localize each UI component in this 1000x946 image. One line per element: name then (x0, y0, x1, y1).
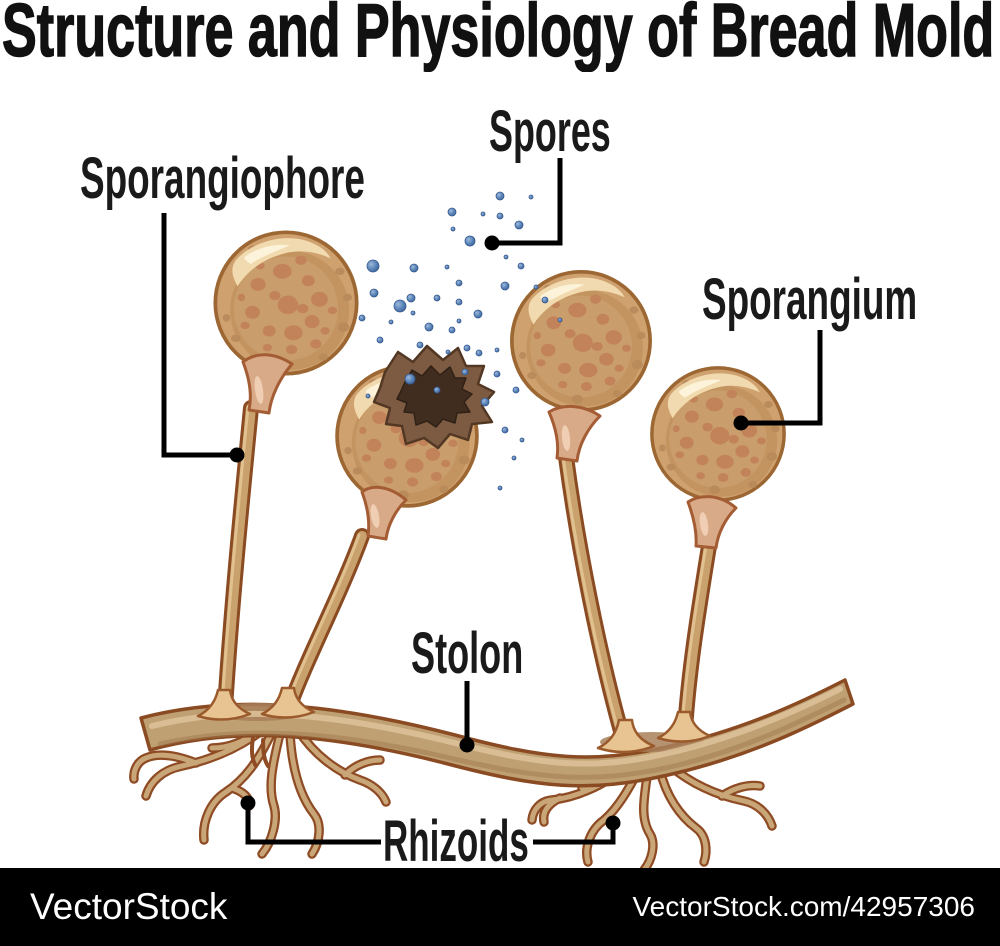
spore-dot (393, 299, 407, 313)
spore-dot (512, 386, 520, 394)
spore-dot (533, 284, 539, 290)
spore-dot (455, 298, 463, 306)
spore-dot (366, 259, 380, 273)
spore-dot (503, 254, 509, 260)
label-stolon: Stolon (411, 621, 524, 686)
spore-dots (358, 191, 563, 491)
spore-dot (514, 220, 524, 230)
spore-dot (445, 349, 451, 355)
spore-dot (358, 314, 366, 322)
leader-lines (161, 158, 823, 845)
spore-dot (410, 310, 416, 316)
spore-dot (480, 211, 486, 217)
spore-dot (369, 288, 379, 298)
spore-dot (511, 455, 517, 461)
spores-leader-dot (484, 235, 500, 251)
spore-dot (450, 226, 456, 232)
sporangiophore-leader-dot (229, 447, 245, 463)
spore-dot (464, 235, 476, 247)
stalk-collars (241, 353, 738, 550)
spore-dot (444, 264, 450, 270)
spore-dot (365, 393, 371, 399)
rhizoids-left-leader-line (245, 803, 381, 845)
spore-dot (406, 293, 416, 303)
spore-dot (404, 373, 416, 385)
spore-dot (463, 344, 471, 352)
sporangium-leader-line (741, 330, 823, 426)
spores-leader-line (492, 158, 563, 246)
sporangium-leader-dot (733, 415, 749, 431)
rhizoids-left-cluster (129, 723, 391, 859)
page-title: Structure and Physiology of Bread Mold (1, 0, 995, 72)
label-rhizoids: Rhizoids (383, 809, 529, 874)
spore-dot (447, 207, 457, 217)
spore-dot (500, 281, 510, 291)
spore-dot (409, 263, 419, 273)
spore-dot (519, 437, 525, 443)
spore-dot (433, 386, 441, 394)
spore-dot (448, 326, 456, 334)
footer-bar: VectorStock VectorStock.com/42957306 (0, 868, 1000, 946)
spore-dot (424, 322, 434, 332)
stalk-feet (196, 686, 712, 754)
spore-dot (495, 191, 505, 201)
spore-dot (496, 212, 504, 220)
spore-dot (433, 294, 441, 302)
label-sporangiophore: Sporangiophore (80, 146, 365, 211)
spore-dot (528, 194, 534, 200)
vectorstock-url: VectorStock.com/42957306 (632, 891, 975, 922)
label-sporangium: Sporangium (702, 267, 918, 332)
stolon-leader-dot (459, 737, 475, 753)
vectorstock-logo: VectorStock (30, 886, 228, 927)
spore-dot (388, 319, 394, 325)
spore-dot (494, 347, 500, 353)
spore-dot (541, 296, 549, 304)
label-spores: Spores (489, 99, 611, 164)
rhizoids-right-leader-dot (605, 815, 621, 831)
spore-dot (455, 279, 463, 287)
spore-dot (480, 397, 490, 407)
spore-dot (475, 349, 483, 357)
spore-dot (461, 368, 469, 376)
spore-dot (493, 370, 501, 378)
spore-dot (517, 262, 525, 270)
sporangium-balls (213, 230, 786, 508)
rhizoids-left-leader-dot (240, 795, 256, 811)
spore-dot (376, 336, 384, 344)
spore-dot (497, 485, 503, 491)
spore-dot (456, 318, 462, 324)
sporangiophore-leader-line (161, 213, 237, 458)
spore-dot (501, 426, 509, 434)
spore-dot (557, 317, 563, 323)
spore-dot (473, 309, 483, 319)
spore-dot (416, 341, 424, 349)
